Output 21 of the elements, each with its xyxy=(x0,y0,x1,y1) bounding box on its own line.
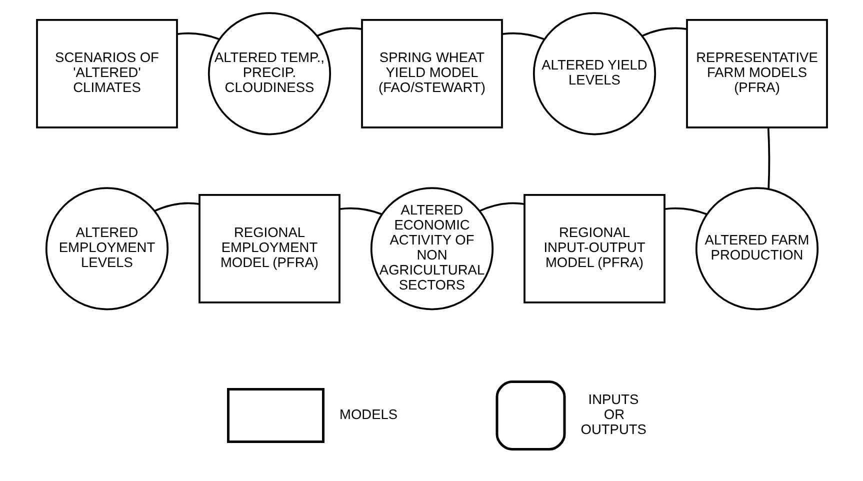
node-box: REGIONAL INPUT-OUTPUT MODEL (PFRA) xyxy=(523,194,665,304)
connector xyxy=(664,207,707,216)
connector xyxy=(478,202,524,212)
connector xyxy=(502,32,544,40)
node-box: REGIONAL EMPLOYMENT MODEL (PFRA) xyxy=(198,194,340,304)
connector xyxy=(339,207,382,216)
connector xyxy=(176,32,220,40)
node-box: SPRING WHEAT YIELD MODEL (FAO/STEWART) xyxy=(360,18,502,128)
node-box: SCENARIOS OF 'ALTERED' CLIMATES xyxy=(36,18,178,128)
node-circle: ALTERED FARM PRODUCTION xyxy=(694,187,818,310)
connector xyxy=(766,128,770,190)
legend-label: MODELS xyxy=(339,407,398,422)
node-circle: ALTERED EMPLOYMENT LEVELS xyxy=(44,187,168,310)
node-circle: ALTERED ECONOMIC ACTIVITY OF NON AGRICULTURAL SECTORS xyxy=(370,187,494,310)
node-circle: ALTERED YIELD LEVELS xyxy=(532,12,656,136)
node-circle: ALTERED TEMP., PRECIP. CLOUDINESS xyxy=(207,12,331,136)
connector xyxy=(316,27,362,37)
connector xyxy=(154,202,200,212)
connector xyxy=(641,27,687,37)
node-box: REPRESENTATIVE FARM MODELS (PFRA) xyxy=(686,18,828,128)
legend-label: INPUTS OR OUTPUTS xyxy=(580,392,646,437)
